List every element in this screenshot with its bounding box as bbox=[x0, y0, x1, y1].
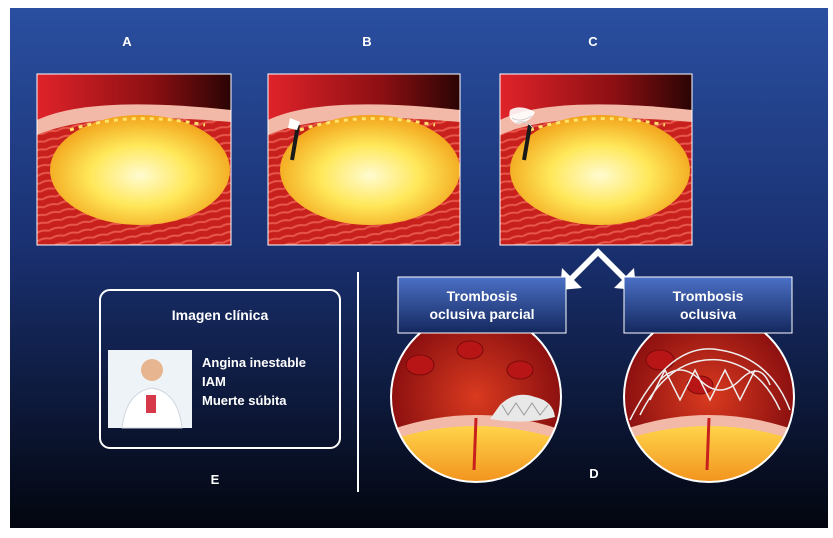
partial-occlusion-title-line2: oclusiva parcial bbox=[398, 305, 566, 323]
panel-d-label: D bbox=[589, 466, 598, 481]
total-occlusion-title: Trombosis oclusiva bbox=[624, 287, 792, 323]
partial-occlusion-title: Trombosis oclusiva parcial bbox=[398, 287, 566, 323]
clinical-title: Imagen clínica bbox=[100, 307, 340, 323]
clinical-item: Muerte súbita bbox=[202, 391, 306, 410]
total-occlusion-title-line2: oclusiva bbox=[624, 305, 792, 323]
panel-b-illustration bbox=[268, 74, 460, 245]
panel-b-label: B bbox=[362, 34, 371, 49]
panel-a-illustration bbox=[37, 74, 231, 245]
total-occlusion-title-line1: Trombosis bbox=[624, 287, 792, 305]
clinical-item: Angina inestable bbox=[202, 353, 306, 372]
clinical-item: IAM bbox=[202, 372, 306, 391]
panel-c-label: C bbox=[588, 34, 597, 49]
panel-c-illustration bbox=[500, 74, 692, 245]
patient-image bbox=[108, 350, 192, 428]
panel-a-label: A bbox=[122, 34, 131, 49]
panel-e-label: E bbox=[211, 472, 220, 487]
partial-occlusion-title-line1: Trombosis bbox=[398, 287, 566, 305]
clinical-list: Angina inestable IAM Muerte súbita bbox=[202, 353, 306, 410]
